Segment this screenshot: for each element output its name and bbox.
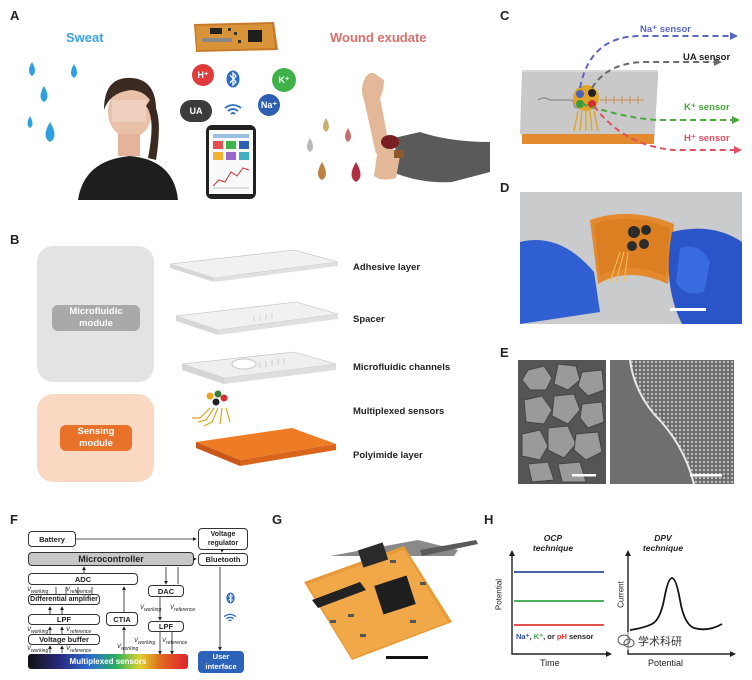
multiplexed-sensors-bar: Multiplexed sensors: [28, 654, 188, 669]
dpv-plot: [625, 550, 736, 657]
ocp-plot: [509, 550, 612, 657]
lpf2-block: LPF: [148, 621, 184, 632]
dac-block: DAC: [148, 585, 184, 597]
panel-label-b: B: [10, 232, 20, 247]
device-board-image: [194, 22, 278, 52]
differential-amplifier-block: Differential amplifier: [28, 594, 100, 605]
microfluidic-module-badge: Microfluidic module: [52, 305, 140, 331]
layer-label-polyimide: Polyimide layer: [353, 450, 423, 461]
v-working-label-ctia: Vworking: [117, 644, 139, 653]
legend-sep1: ,: [529, 632, 534, 641]
arm: [362, 72, 390, 154]
microfluidic-channels-layer-shape: [181, 351, 337, 384]
sweat-drop-icons: [27, 62, 77, 142]
lpf-block: LPF: [28, 614, 100, 625]
v-working-label-2: Vworking: [27, 627, 49, 636]
voltage-buffer-block: Voltage buffer: [28, 634, 100, 645]
ocp-x-label: Time: [540, 658, 560, 668]
flexible-patch-photo: [520, 192, 742, 324]
wound: [381, 135, 399, 149]
legend-k: K⁺: [533, 632, 544, 641]
multiplexed-sensors-shape: [192, 390, 231, 427]
panel-label-e: E: [500, 345, 509, 360]
bluetooth-icon-f: [226, 592, 235, 604]
sensing-module-badge: Sensing module: [60, 425, 132, 451]
exploded-layer-stack: [169, 249, 339, 466]
scale-bar: [670, 308, 706, 311]
polyimide-layer-shape: [196, 428, 336, 466]
panel-label-d: D: [500, 180, 510, 195]
dpv-y-label: Current: [616, 581, 626, 608]
dpv-title: DPV technique: [642, 533, 684, 553]
v-reference-label-lpf2: Vreference: [162, 638, 188, 647]
smartphone-image: [206, 125, 256, 199]
k-sensor-label: K⁺ sensor: [684, 102, 730, 113]
watermark: 学术科研: [614, 632, 685, 650]
panel-label-f: F: [10, 512, 18, 527]
user-interface-block: User interface: [198, 651, 244, 673]
sweat-title: Sweat: [66, 30, 104, 45]
bluetooth-block: Bluetooth: [198, 553, 248, 566]
ocp-title: OCP technique: [532, 533, 574, 553]
tweezers: [420, 540, 478, 556]
na-ion-icon: Na⁺: [258, 94, 280, 116]
v-working-label-1: Vworking: [27, 587, 49, 596]
v-working-label-lpf2: Vworking: [134, 638, 156, 647]
ua-icon: UA: [180, 100, 212, 122]
v-reference-label-1: Vreference: [66, 587, 92, 596]
adhesive-layer-shape: [169, 249, 339, 282]
panel-label-h: H: [484, 512, 494, 527]
sleeve: [392, 132, 490, 183]
microcontroller-block: Microcontroller: [28, 552, 194, 566]
adc-block: ADC: [28, 573, 138, 585]
voltage-regulator-block: Voltage regulator: [198, 528, 248, 550]
layer-label-adhesive: Adhesive layer: [353, 262, 421, 273]
v-reference-label-dac: Vreference: [170, 605, 196, 614]
dpv-curve: [629, 577, 723, 631]
legend-tail: sensor: [566, 632, 594, 641]
h-sensor-label: H⁺ sensor: [684, 133, 730, 144]
sensor-patch-schematic: [520, 32, 742, 154]
ocp-y-label: Potential: [494, 578, 504, 611]
scale-bar-g: [386, 656, 428, 659]
ocp-legend: Na⁺, K⁺, or pH sensor: [516, 632, 594, 641]
wechat-icon: [617, 634, 635, 648]
v-working-label-dac: Vworking: [140, 605, 162, 614]
legend-ph: pH: [556, 632, 567, 641]
exudate-drop-icons: [307, 118, 361, 182]
spacer-layer-shape: [175, 301, 339, 335]
circuit-board-photo: [304, 540, 478, 660]
layer-label-multiplexed-sensors: Multiplexed sensors: [353, 406, 445, 417]
ctia-block: CTIA: [106, 612, 138, 626]
wireless-signal-icon: [224, 104, 242, 115]
glove-left: [520, 240, 600, 324]
panel-label-c: C: [500, 8, 510, 23]
person-hair: [104, 77, 157, 116]
legend-na: Na⁺: [516, 632, 530, 641]
person-shirt: [78, 156, 178, 200]
na-sensor-label: Na⁺ sensor: [640, 24, 691, 35]
ua-sensor-label: UA sensor: [683, 52, 731, 63]
panel-label-a: A: [10, 8, 20, 23]
bluetooth-icon: [226, 70, 240, 88]
layer-label-spacer: Spacer: [353, 314, 385, 325]
v-reference-label-2: Vreference: [66, 627, 92, 636]
v-working-label-3: Vworking: [27, 646, 49, 655]
sem-image-left: [518, 360, 606, 484]
v-reference-label-3: Vreference: [66, 646, 92, 655]
block-diagram-connectors: [48, 537, 224, 655]
wireless-signal-icon-f: [223, 613, 237, 622]
sweat-illustration: [27, 62, 178, 200]
layer-label-microfluidic-channels: Microfluidic channels: [353, 362, 451, 373]
battery-block: Battery: [28, 531, 76, 547]
legend-sep2: , or: [543, 632, 557, 641]
wound-illustration: [307, 72, 490, 183]
wound-exudate-title: Wound exudate: [330, 30, 427, 45]
h-ion-icon: H⁺: [192, 64, 214, 86]
dpv-x-label: Potential: [648, 658, 684, 668]
watermark-text: 学术科研: [638, 635, 682, 648]
sem-image-right: [610, 360, 734, 484]
panel-label-g: G: [272, 512, 283, 527]
k-ion-icon: K⁺: [272, 68, 296, 92]
